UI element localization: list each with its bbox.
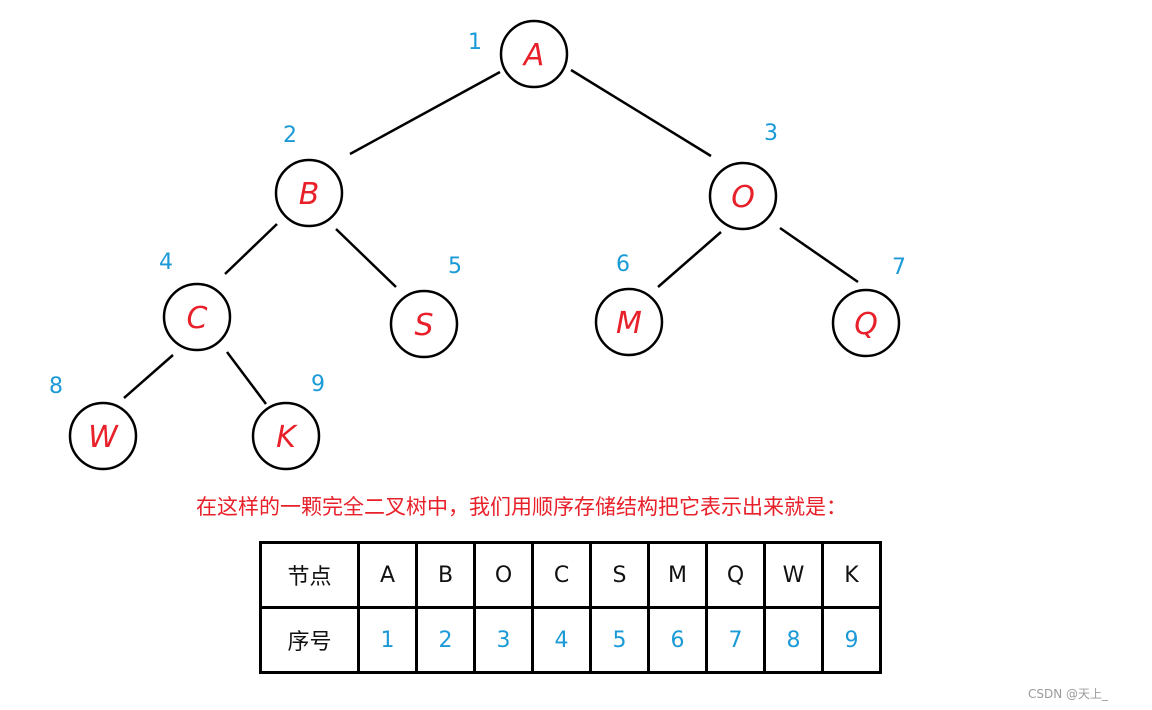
table-cell: 1 [357, 606, 418, 674]
tree-edge [657, 231, 722, 288]
index-value: 9 [844, 627, 859, 653]
index-value: 7 [728, 627, 743, 653]
sequential-storage-table: 节点 A B O C S M Q W K 序号 1 2 3 4 5 6 7 8 … [259, 541, 882, 674]
node-circle [499, 19, 569, 89]
node-index-label: 5 [448, 254, 462, 279]
node-value: B [437, 562, 454, 588]
table-cell: C [531, 541, 592, 609]
tree-node-w: W [68, 401, 138, 471]
index-value: 5 [612, 627, 627, 653]
node-index-label: 3 [764, 121, 778, 146]
table-cell: M [647, 541, 708, 609]
node-letter: O [731, 180, 755, 215]
node-letter: B [299, 177, 320, 212]
table-cell: 2 [415, 606, 476, 674]
tree-node-k: K [251, 401, 321, 471]
node-letter: W [88, 420, 119, 455]
index-value: 6 [670, 627, 685, 653]
node-letter: K [276, 420, 298, 455]
node-circle [162, 282, 232, 352]
node-letter: A [522, 38, 545, 73]
table-row-indices: 序号 1 2 3 4 5 6 7 8 9 [259, 606, 882, 674]
table-row-nodes: 节点 A B O C S M Q W K [259, 541, 882, 609]
node-value: M [668, 562, 687, 588]
table-cell: 4 [531, 606, 592, 674]
index-value: 2 [438, 627, 453, 653]
node-value: W [782, 562, 805, 588]
node-letter: Q [854, 307, 878, 342]
node-circle [274, 158, 344, 228]
index-value: 1 [380, 627, 395, 653]
node-index-label: 8 [49, 374, 63, 399]
node-value: C [553, 562, 570, 588]
index-value: 3 [496, 627, 511, 653]
row-header-node: 节点 [259, 541, 360, 609]
node-value: S [612, 562, 627, 588]
tree-edge [224, 223, 278, 275]
tree-edge [123, 354, 174, 399]
table-cell: 3 [473, 606, 534, 674]
table-cell: O [473, 541, 534, 609]
node-index-label: 4 [159, 250, 173, 275]
index-value: 4 [554, 627, 569, 653]
binary-tree-diagram: A B O C S M Q W K 1 2 3 4 5 6 7 8 9 [49, 19, 906, 471]
node-circle [68, 401, 138, 471]
node-index-label: 7 [892, 255, 906, 280]
node-letter: M [616, 306, 642, 341]
node-index-label: 9 [311, 372, 325, 397]
table-cell: 8 [763, 606, 824, 674]
table-cell: Q [705, 541, 766, 609]
tree-node-q: Q [831, 288, 901, 358]
node-circle [389, 289, 459, 359]
tree-edge [349, 70, 501, 156]
table-cell: 7 [705, 606, 766, 674]
caption-text: 在这样的一颗完全二叉树中，我们用顺序存储结构把它表示出来就是： [196, 495, 847, 519]
table-cell: 5 [589, 606, 650, 674]
table-cell: K [821, 541, 882, 609]
tree-edge [335, 228, 397, 288]
tree-node-m: M [594, 287, 664, 357]
watermark: CSDN @天上_ [1027, 687, 1108, 701]
node-index-label: 6 [616, 252, 630, 277]
node-circle [594, 287, 664, 357]
tree-node-a: A [499, 19, 569, 89]
table-cell: 9 [821, 606, 882, 674]
table-cell: S [589, 541, 650, 609]
tree-edge [226, 351, 267, 405]
node-letter: C [187, 301, 208, 336]
node-value: K [844, 562, 859, 588]
node-circle [831, 288, 901, 358]
node-circle [251, 401, 321, 471]
node-index-label: 2 [283, 123, 297, 148]
table-cell: 6 [647, 606, 708, 674]
table-cell: B [415, 541, 476, 609]
node-value: A [379, 562, 396, 588]
row-header-index: 序号 [259, 606, 360, 674]
node-letter: S [414, 308, 433, 343]
index-value: 8 [786, 627, 801, 653]
node-index-label: 1 [468, 30, 482, 55]
node-value: O [494, 562, 513, 588]
tree-node-c: C [162, 282, 232, 352]
node-value: Q [726, 562, 745, 588]
tree-node-b: B [274, 158, 344, 228]
tree-node-o: O [708, 161, 778, 231]
table-cell: A [357, 541, 418, 609]
node-circle [708, 161, 778, 231]
table-cell: W [763, 541, 824, 609]
tree-edge [779, 226, 859, 284]
tree-node-s: S [389, 289, 459, 359]
tree-edge [570, 68, 712, 158]
